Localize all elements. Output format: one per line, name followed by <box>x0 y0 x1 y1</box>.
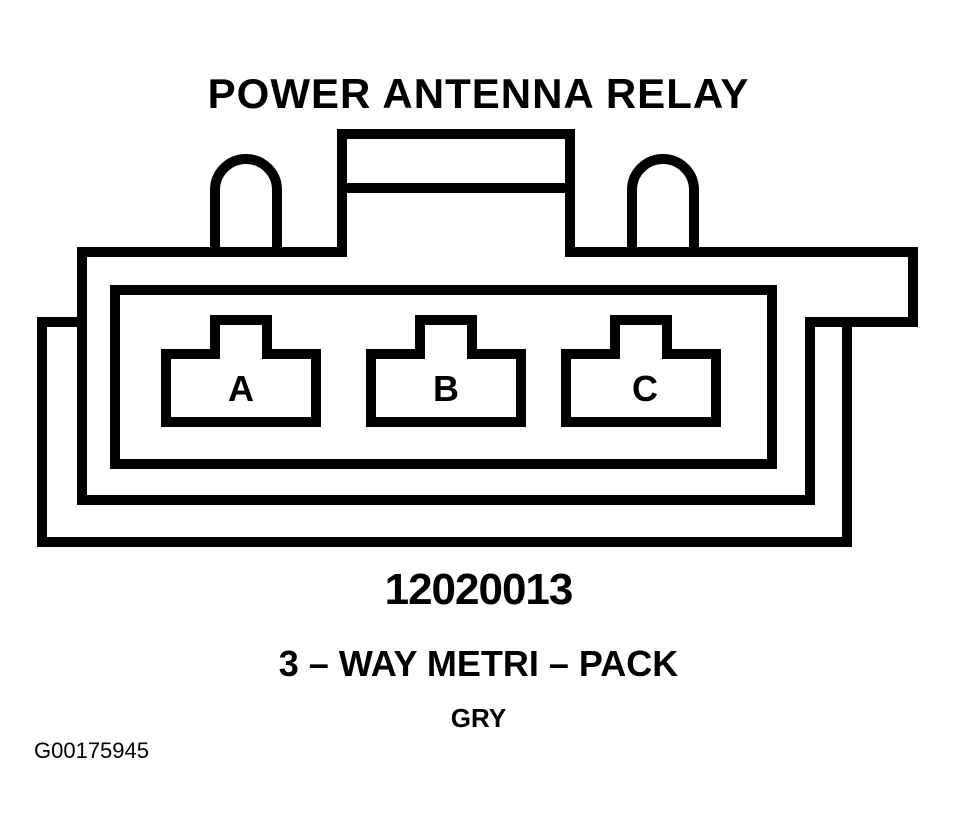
pin-label-a: A <box>228 368 254 409</box>
diagram-title: POWER ANTENNA RELAY <box>207 70 750 117</box>
connector-type: 3 – WAY METRI – PACK <box>278 643 679 684</box>
pin-cavity-a <box>161 315 321 427</box>
terminal-cavity-frame <box>110 285 777 469</box>
pin-label-c: C <box>632 368 658 409</box>
pin-label-b: B <box>433 368 459 409</box>
left-locking-tab <box>210 154 282 252</box>
wire-color-code: GRY <box>450 703 507 733</box>
part-number: 12020013 <box>384 565 574 614</box>
pin-cavity-b <box>366 315 526 427</box>
right-locking-tab <box>627 154 699 252</box>
connector-housing <box>77 129 918 505</box>
figure-id: G00175945 <box>34 738 149 763</box>
pin-cavity-c <box>561 315 721 427</box>
